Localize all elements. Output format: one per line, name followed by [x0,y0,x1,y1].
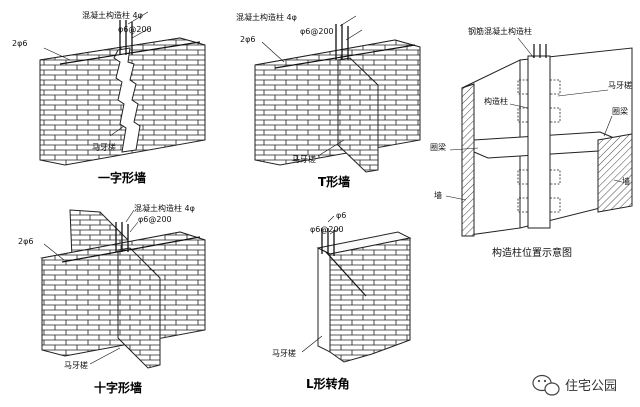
label-tie-bar: 2φ6 [18,237,33,246]
label-stirrup: φ6@200 [310,225,344,234]
leader-line [317,139,345,157]
caption-t-wall: T形墙 [318,174,350,189]
leader-line [557,89,609,97]
leader-line [449,147,479,151]
label-ring-beam-left: 圈梁 [430,143,446,152]
caption-l-corner: L形转角 [306,376,350,391]
leader-line [329,227,341,235]
label-ring-beam-right: 圈梁 [612,107,628,116]
straight-wall-panel: 混凝土构造柱 4φ φ6@200 2φ6 马牙槎 一字形墙 [12,10,206,185]
right-wall-section [597,133,633,213]
label-wall-right: 墙 [622,176,630,186]
label-stirrup: φ6@200 [138,215,172,224]
leader-line [261,41,285,63]
wechat-icon [532,374,560,396]
leader-line [89,347,121,365]
leader-line [517,37,535,59]
leader-line [509,103,529,109]
l-corner-panel: φ6 φ6@200 马牙槎 L形转角 [272,211,412,391]
label-concrete-column: 混凝土构造柱 4φ [82,10,143,20]
left-wall-section [461,83,475,237]
leader-line [109,125,125,137]
l-corner-drawing [301,215,412,363]
leader-line [127,11,149,25]
caption-column-location: 构造柱位置示意图 [492,246,572,259]
leader-line [339,15,357,27]
label-rc-column: 钢筋混凝土构造柱 [468,26,532,36]
leader-line [613,179,623,183]
label-tooth-joint: 马牙槎 [272,348,296,358]
label-bar: φ6 [336,211,346,220]
column-location-panel: 钢筋混凝土构造柱 构造柱 马牙槎 圈梁 圈梁 墙 墙 构造柱位置示意图 [430,26,633,259]
label-tooth-joint: 马牙槎 [292,154,316,164]
tooth-column-slot [113,47,141,153]
straight-wall-drawing [39,11,206,166]
wall-end-face [317,247,331,353]
front-branch-wall [117,247,161,369]
leader-line [301,335,323,353]
label-tie-bar: 2φ6 [240,35,255,44]
label-tooth-joint: 马牙槎 [64,360,88,370]
label-stirrup: φ6@200 [300,27,334,36]
tie-bar [61,236,201,263]
leader-line [43,47,71,61]
leader-line [345,29,363,41]
leader-line [327,215,335,223]
location-drawing [445,37,633,237]
structural-column [527,55,551,229]
branch-wall-face [337,57,379,173]
label-concrete-column: 混凝土构造柱 4φ [134,203,195,213]
label-column: 构造柱 [484,96,508,106]
leader-line [445,195,467,201]
t-wall-drawing [254,15,421,173]
label-wall-left: 墙 [434,190,442,200]
wall-brick-face [329,237,411,363]
leader-line [131,27,151,39]
cross-wall-panel: 混凝土构造柱 4φ φ6@200 2φ6 马牙槎 十字形墙 [18,203,206,395]
caption-straight-wall: 一字形墙 [98,170,146,185]
leader-line [129,221,139,233]
label-concrete-column: 混凝土构造柱 4φ [236,12,297,22]
leader-line [43,243,65,261]
label-tooth-joint: 马牙槎 [92,142,116,152]
tie-bar [325,251,367,297]
label-tie-bar: 2φ6 [12,39,27,48]
label-stirrup: φ6@200 [118,25,152,34]
watermark: 住宅公园 [532,374,617,396]
watermark-text: 住宅公园 [565,379,617,394]
label-tooth-joint: 马牙槎 [608,80,632,90]
leader-line [603,115,613,137]
t-wall-panel: 混凝土构造柱 4φ φ6@200 2φ6 马牙槎 T形墙 [236,12,421,189]
tie-bar [274,44,416,69]
leader-line [125,209,135,223]
cross-wall-drawing [40,209,206,369]
caption-cross-wall: 十字形墙 [94,380,142,395]
tie-bar [59,41,201,65]
